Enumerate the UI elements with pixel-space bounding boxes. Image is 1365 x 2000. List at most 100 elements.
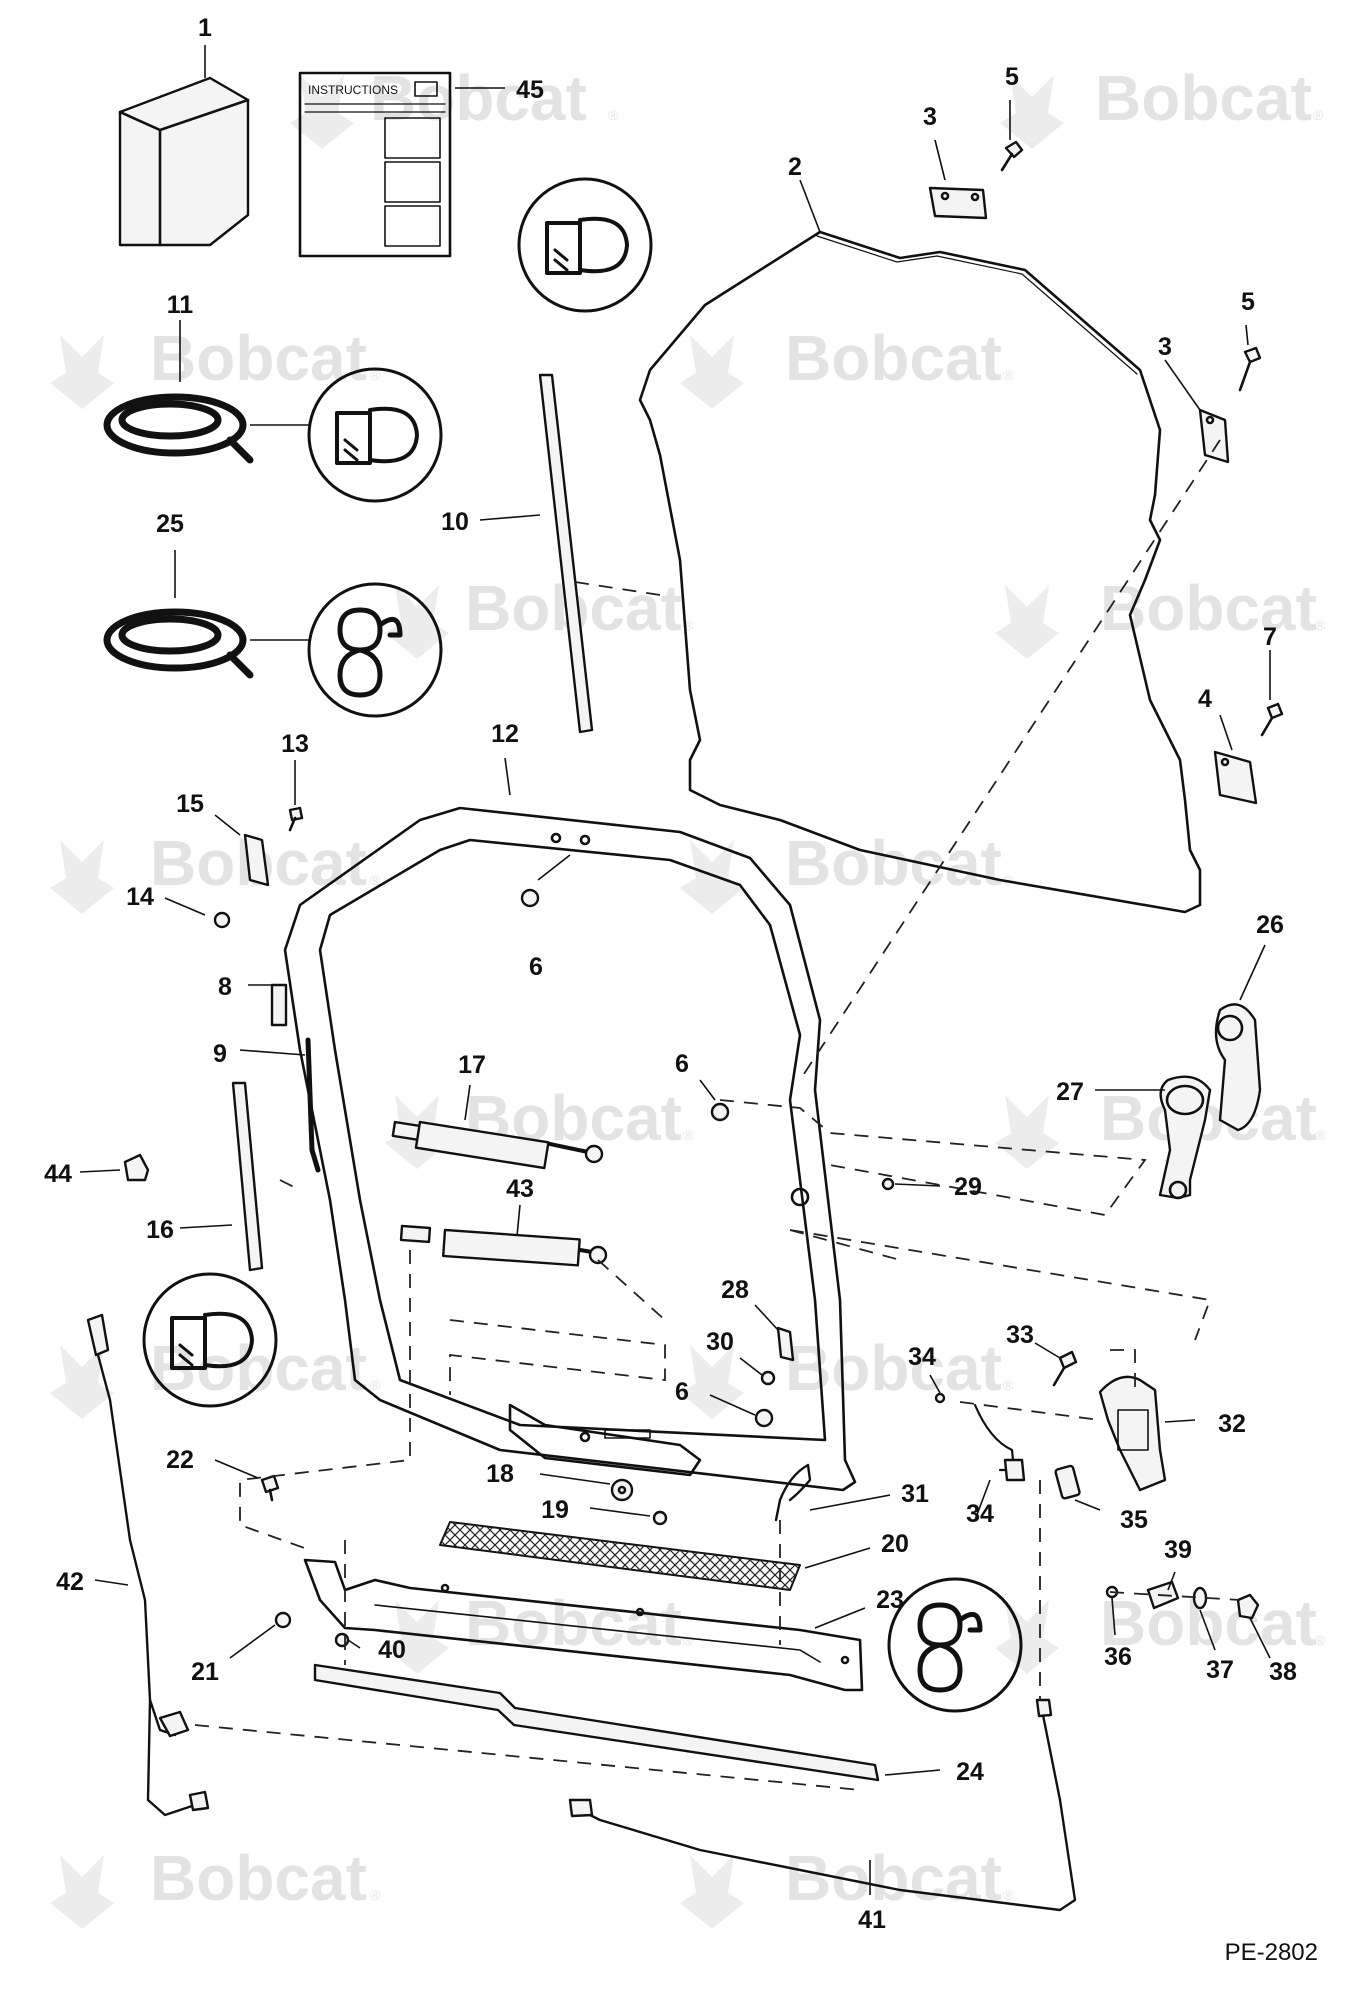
part-30-nut <box>760 1370 776 1386</box>
callout-39: 39 <box>1164 1536 1192 1564</box>
part-25-clip-coil <box>103 608 254 679</box>
callout-7: 7 <box>1263 623 1277 651</box>
part-28-bracket <box>776 1326 795 1362</box>
svg-text:®: ® <box>1313 107 1324 123</box>
part-12-door-frame <box>283 806 857 1492</box>
svg-text:®: ® <box>1003 367 1014 383</box>
part-15-bracket <box>243 833 270 887</box>
svg-text:Bobcat: Bobcat <box>785 827 1002 899</box>
callout-3: 3 <box>1158 333 1172 361</box>
part-14-nut <box>213 911 231 929</box>
watermark: Bobcat ® <box>290 62 619 149</box>
seal-profile-icon <box>517 177 653 313</box>
svg-text:Bobcat: Bobcat <box>1095 62 1312 134</box>
part-9-rod <box>305 1037 321 1173</box>
callout-6: 6 <box>675 1378 689 1406</box>
svg-text:®: ® <box>683 1632 694 1648</box>
callout-numbers: 1 45 2 3 5 3 5 11 10 25 7 4 12 13 15 14 … <box>44 14 1297 1934</box>
part-6-nut-bottom <box>754 1408 774 1428</box>
svg-text:®: ® <box>608 107 619 123</box>
callout-29: 29 <box>954 1173 982 1201</box>
svg-text:®: ® <box>683 1127 694 1143</box>
callout-5: 5 <box>1005 63 1019 91</box>
clip-profile-icon <box>307 582 443 718</box>
part-4-bracket <box>1213 750 1258 805</box>
callout-24: 24 <box>956 1758 984 1786</box>
callout-36: 36 <box>1104 1643 1132 1671</box>
watermark: Bobcat ® <box>680 827 1014 914</box>
part-18-washer <box>610 1478 634 1502</box>
svg-text:Bobcat: Bobcat <box>150 1842 367 1914</box>
svg-text:®: ® <box>370 872 381 888</box>
part-43-gas-strut <box>399 1224 608 1267</box>
part-21-nut <box>274 1611 292 1629</box>
part-8-stud <box>270 983 288 1027</box>
callout-22: 22 <box>166 1446 194 1474</box>
watermark: Bobcat ® <box>50 1842 381 1929</box>
callout-12: 12 <box>491 720 519 748</box>
callout-34: 34 <box>966 1500 994 1528</box>
callout-18: 18 <box>486 1460 514 1488</box>
watermark: Bobcat ® <box>995 572 1326 659</box>
callout-30: 30 <box>706 1328 734 1356</box>
part-17-gas-strut <box>391 1120 604 1170</box>
watermark: Bobcat ® <box>995 1587 1326 1674</box>
svg-text:®: ® <box>1003 872 1014 888</box>
watermark: Bobcat ® <box>385 1082 694 1169</box>
callout-28: 28 <box>721 1276 749 1304</box>
part-3-hinge-right <box>1198 408 1230 464</box>
part-3-hinge-top <box>928 186 988 220</box>
callout-5: 5 <box>1241 288 1255 316</box>
part-29-nut <box>881 1177 895 1191</box>
watermark: Bobcat ® <box>1000 62 1324 149</box>
part-6-nut-mid <box>710 1102 730 1122</box>
part-37-washer <box>1192 1586 1208 1610</box>
watermark: Bobcat ® <box>680 322 1014 409</box>
callout-42: 42 <box>56 1568 84 1596</box>
callout-40: 40 <box>378 1636 406 1664</box>
callout-23: 23 <box>876 1586 904 1614</box>
watermark: Bobcat ® <box>385 1587 694 1674</box>
callout-13: 13 <box>281 730 309 758</box>
svg-text:®: ® <box>370 1377 381 1393</box>
svg-text:®: ® <box>1315 1632 1326 1648</box>
callout-41: 41 <box>858 1906 886 1934</box>
callout-2: 2 <box>788 153 802 181</box>
part-1-box <box>118 76 250 247</box>
svg-text:Bobcat: Bobcat <box>785 322 1002 394</box>
part-40-nut <box>334 1632 350 1648</box>
callout-45: 45 <box>516 76 544 104</box>
callout-32: 32 <box>1218 1410 1246 1438</box>
clip-profile-icon <box>887 1577 1023 1713</box>
svg-text:®: ® <box>370 1887 381 1903</box>
part-19-nut <box>652 1510 668 1526</box>
part-5-bolt-right <box>1238 346 1262 392</box>
part-32-latch <box>1098 1375 1167 1492</box>
callout-21: 21 <box>191 1658 219 1686</box>
part-22-bolt <box>260 1474 280 1502</box>
part-20-mesh-strip <box>439 1521 801 1591</box>
part-13-bolt <box>288 806 304 832</box>
part-23-bottom-plate <box>303 1558 864 1692</box>
seal-profile-icon <box>307 367 443 503</box>
svg-text:Bobcat: Bobcat <box>1100 572 1317 644</box>
callout-33: 33 <box>1006 1321 1034 1349</box>
callout-26: 26 <box>1256 911 1284 939</box>
callout-6: 6 <box>675 1050 689 1078</box>
callout-15: 15 <box>176 790 204 818</box>
part-33-screw <box>1052 1350 1078 1387</box>
callout-34: 34 <box>908 1343 936 1371</box>
svg-text:Bobcat: Bobcat <box>1100 1587 1317 1659</box>
part-44-plug <box>123 1153 150 1182</box>
part-41-wire-harness <box>568 1698 1077 1912</box>
svg-text:®: ® <box>1315 1127 1326 1143</box>
part-34-switch <box>934 1392 1026 1482</box>
assembly-dash-lines <box>194 439 1241 1791</box>
callout-19: 19 <box>541 1496 569 1524</box>
part-5-bolt-top <box>1000 140 1024 172</box>
part-2-glass-panel <box>638 230 1202 914</box>
part-10-seal-strip <box>538 373 594 734</box>
svg-text:Bobcat: Bobcat <box>150 322 367 394</box>
